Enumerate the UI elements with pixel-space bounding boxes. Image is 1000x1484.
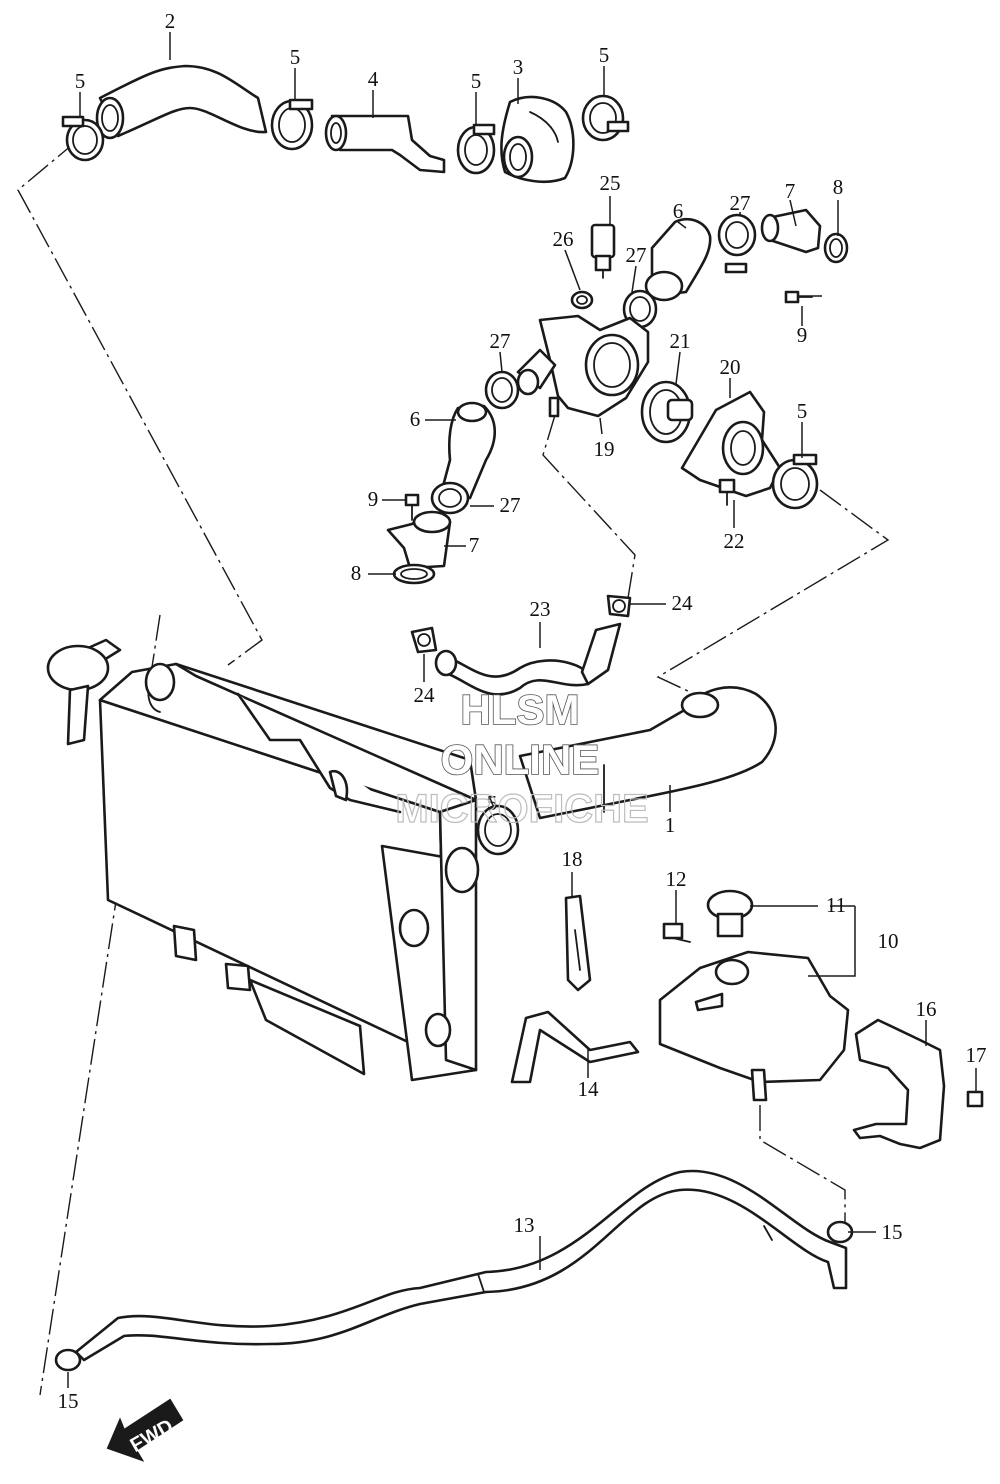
callout-23: 23	[530, 597, 551, 621]
callout-22: 22	[724, 529, 745, 553]
radiator[interactable]	[46, 638, 480, 1082]
bolt-9a[interactable]	[784, 290, 813, 304]
callout-5: 5	[797, 399, 808, 423]
callout-27: 27	[490, 329, 511, 353]
bracket-16[interactable]	[852, 1018, 946, 1150]
callout-10: 10	[878, 929, 899, 953]
thermostat-housing-19[interactable]	[516, 314, 650, 418]
hose-1[interactable]	[518, 686, 777, 820]
callout-14: 14	[578, 1077, 600, 1101]
clip-15a[interactable]	[54, 1348, 82, 1372]
hose-14[interactable]	[510, 1010, 640, 1084]
callout-27: 27	[730, 191, 751, 215]
callout-25: 25	[600, 171, 621, 195]
callout-6: 6	[410, 407, 421, 431]
callout-5: 5	[75, 69, 86, 93]
callout-5: 5	[487, 791, 498, 815]
callout-27: 27	[500, 493, 521, 517]
callout-19: 19	[594, 437, 615, 461]
callout-24: 24	[414, 683, 436, 707]
thermostat-21[interactable]	[640, 380, 694, 444]
callout-17: 17	[966, 1043, 987, 1067]
watermark-line-3: MICROFICHE	[395, 787, 648, 831]
callout-2: 2	[165, 9, 176, 33]
callout-12: 12	[666, 867, 687, 891]
leader-lines	[67, 32, 977, 1388]
watermark-line-2: ONLINE	[441, 736, 600, 783]
hose-13[interactable]	[74, 1169, 848, 1362]
hose-23[interactable]	[434, 622, 622, 696]
hose-2[interactable]	[95, 64, 268, 140]
callout-27: 27	[626, 243, 647, 267]
hose-6a[interactable]	[644, 217, 712, 302]
hose-clamp-5e[interactable]	[771, 453, 819, 510]
callout-numbers: 2 5 5 4 5 3 5 25 26 27 6 27 7 8 9 27 21 …	[58, 9, 987, 1413]
hose-clamp-5c[interactable]	[456, 123, 496, 175]
callout-5: 5	[471, 69, 482, 93]
pipe-4[interactable]	[324, 114, 446, 174]
callout-15: 15	[882, 1220, 903, 1244]
gasket-26[interactable]	[570, 290, 594, 310]
callout-4: 4	[368, 67, 379, 91]
bolt-12[interactable]	[662, 922, 691, 943]
o-ring-8a[interactable]	[823, 232, 849, 264]
callout-5: 5	[599, 43, 610, 67]
clip-24b[interactable]	[606, 594, 632, 618]
clip-24a[interactable]	[410, 626, 438, 654]
watermark: HLSM ONLINE MICROFICHE	[395, 685, 650, 831]
o-ring-8b[interactable]	[392, 563, 436, 585]
hose-clamp-27d[interactable]	[430, 481, 470, 515]
callout-8: 8	[351, 561, 362, 585]
coolant-reservoir-10[interactable]	[658, 950, 850, 1102]
hose-clamp-5d[interactable]	[581, 94, 630, 142]
fwd-arrow-icon: FWD	[106, 1398, 184, 1462]
callout-7: 7	[469, 533, 480, 557]
bolt-22[interactable]	[718, 478, 736, 506]
callout-16: 16	[916, 997, 937, 1021]
callout-9: 9	[797, 323, 808, 347]
hose-clamp-27c[interactable]	[484, 370, 520, 410]
callout-15: 15	[58, 1389, 79, 1413]
callout-13: 13	[514, 1213, 535, 1237]
bolt-17[interactable]	[966, 1090, 984, 1108]
callout-20: 20	[720, 355, 741, 379]
fitting-7b[interactable]	[386, 510, 452, 570]
callout-5: 5	[290, 45, 301, 69]
hose-3[interactable]	[500, 95, 575, 184]
hose-bracket-18[interactable]	[564, 894, 592, 992]
callout-3: 3	[513, 55, 524, 79]
hose-clamp-5f[interactable]	[476, 804, 520, 856]
reservoir-cap-11[interactable]	[706, 889, 754, 938]
thermostat-cover-20[interactable]	[680, 390, 782, 498]
callout-24: 24	[672, 591, 694, 615]
callout-21: 21	[670, 329, 691, 353]
hose-clamp-5a[interactable]	[61, 115, 105, 162]
callout-11: 11	[826, 893, 846, 917]
callout-9: 9	[368, 487, 379, 511]
callout-7: 7	[785, 179, 796, 203]
callout-8: 8	[833, 175, 844, 199]
hose-6b[interactable]	[440, 401, 497, 500]
watermark-line-1: HLSM	[461, 686, 580, 733]
callout-26: 26	[553, 227, 574, 251]
callout-1: 1	[665, 813, 676, 837]
temperature-sensor-25[interactable]	[590, 223, 616, 279]
callout-18: 18	[562, 847, 583, 871]
fitting-7a[interactable]	[760, 208, 822, 254]
hose-clamp-5b[interactable]	[270, 98, 314, 151]
callout-6: 6	[673, 199, 684, 223]
hose-clamp-27b[interactable]	[717, 213, 757, 274]
